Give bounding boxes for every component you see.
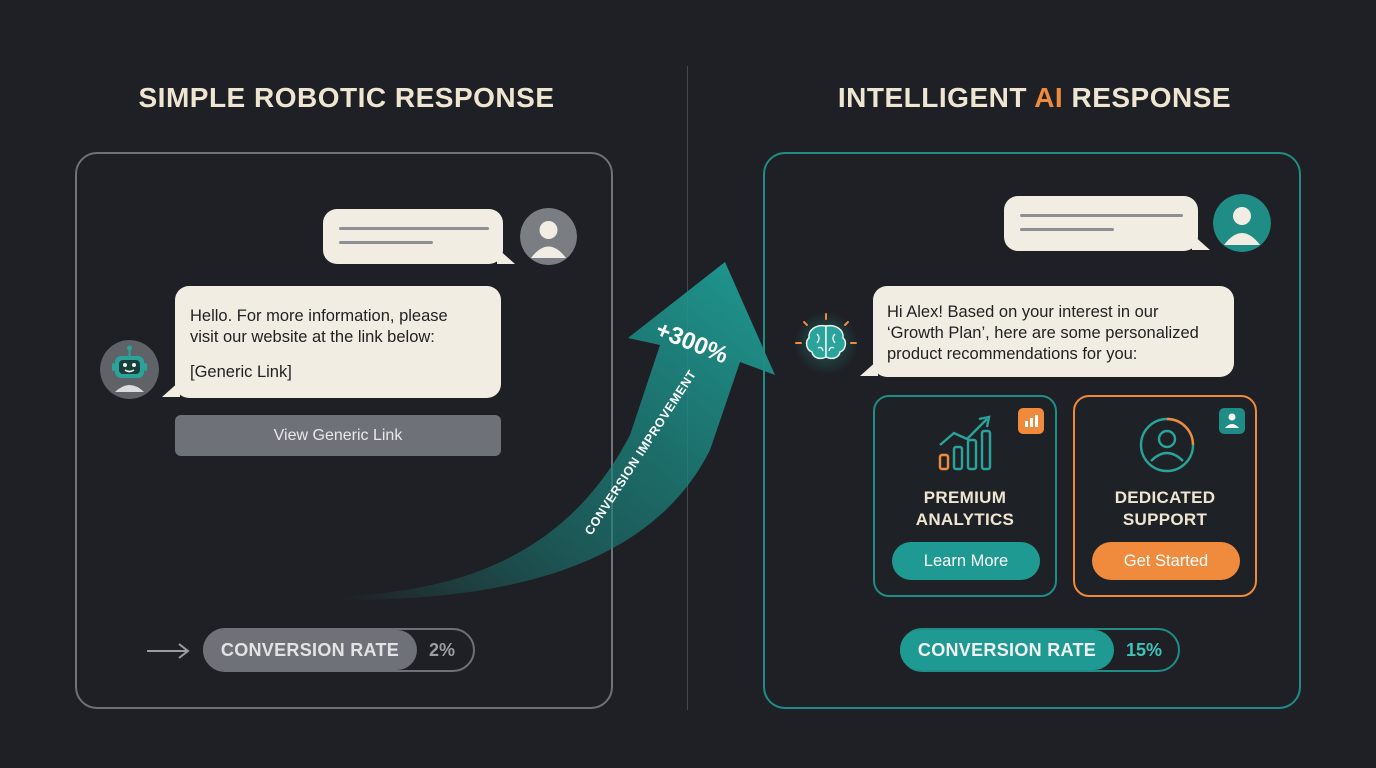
ai-message-line-1: Hi Alex! Based on your interest in our — [887, 303, 1159, 321]
robotic-response-panel — [75, 152, 613, 709]
user-avatar-icon — [520, 208, 577, 265]
dedicated-support-title: DEDICATED SUPPORT — [1075, 487, 1255, 531]
brain-icon — [790, 310, 862, 381]
right-title-prefix: INTELLIGENT — [837, 82, 1035, 113]
conversion-rate-label-right: CONVERSION RATE — [900, 630, 1114, 670]
left-title-text: SIMPLE ROBOTIC RESPONSE — [138, 82, 555, 113]
premium-analytics-title: PREMIUM ANALYTICS — [875, 487, 1055, 531]
ai-message-line-2: ‘Growth Plan’, here are some personalize… — [887, 324, 1199, 342]
right-title-suffix: RESPONSE — [1063, 82, 1232, 113]
support-badge-icon — [1219, 408, 1245, 434]
ai-message-line-3: product recommendations for you: — [887, 345, 1138, 363]
arrow-right-icon — [145, 640, 191, 667]
bot-bubble-tail — [160, 381, 180, 404]
bot-message-bubble: Hello. For more information, please visi… — [175, 286, 501, 398]
learn-more-button[interactable]: Learn More — [892, 542, 1040, 580]
get-started-button[interactable]: Get Started — [1092, 542, 1240, 580]
view-generic-link-button[interactable]: View Generic Link — [175, 415, 501, 456]
left-title: SIMPLE ROBOTIC RESPONSE — [75, 82, 618, 114]
conversion-rate-label-left: CONVERSION RATE — [203, 630, 417, 670]
ai-message-bubble: Hi Alex! Based on your interest in our ‘… — [873, 286, 1234, 377]
user-message-bubble-left — [323, 209, 503, 264]
right-title: INTELLIGENT AI RESPONSE — [763, 82, 1306, 114]
bot-message-link[interactable]: [Generic Link] — [190, 363, 292, 381]
dedicated-support-title-line-1: DEDICATED — [1114, 488, 1216, 507]
premium-analytics-card: PREMIUM ANALYTICS Learn More — [873, 395, 1057, 597]
conversion-improvement-arrow — [345, 262, 775, 600]
user-avatar-icon-teal — [1213, 194, 1271, 252]
ai-response-panel — [763, 152, 1301, 709]
user-bubble-tail-left — [497, 248, 517, 271]
bot-message-line-1: Hello. For more information, please — [190, 307, 448, 325]
dedicated-support-title-line-2: SUPPORT — [1122, 510, 1208, 529]
dedicated-support-card: DEDICATED SUPPORT Get Started — [1073, 395, 1257, 597]
premium-analytics-title-line-1: PREMIUM — [923, 488, 1007, 507]
support-agent-icon — [1137, 415, 1197, 480]
conversion-rate-right: CONVERSION RATE 15% — [900, 628, 1180, 672]
bot-message-line-2: visit our website at the link below: — [190, 328, 435, 346]
user-bubble-tail-right — [1192, 234, 1212, 257]
conversion-rate-left: CONVERSION RATE 2% — [203, 628, 475, 672]
premium-analytics-title-line-2: ANALYTICS — [915, 510, 1015, 529]
conversion-rate-value-right: 15% — [1126, 639, 1163, 660]
right-title-accent: AI — [1034, 82, 1064, 113]
ai-bubble-tail — [858, 360, 878, 383]
user-message-bubble-right — [1004, 196, 1198, 251]
robot-avatar-icon — [100, 340, 159, 399]
growth-chart-icon — [937, 415, 997, 478]
analytics-badge-icon — [1018, 408, 1044, 434]
conversion-rate-value-left: 2% — [429, 639, 456, 660]
